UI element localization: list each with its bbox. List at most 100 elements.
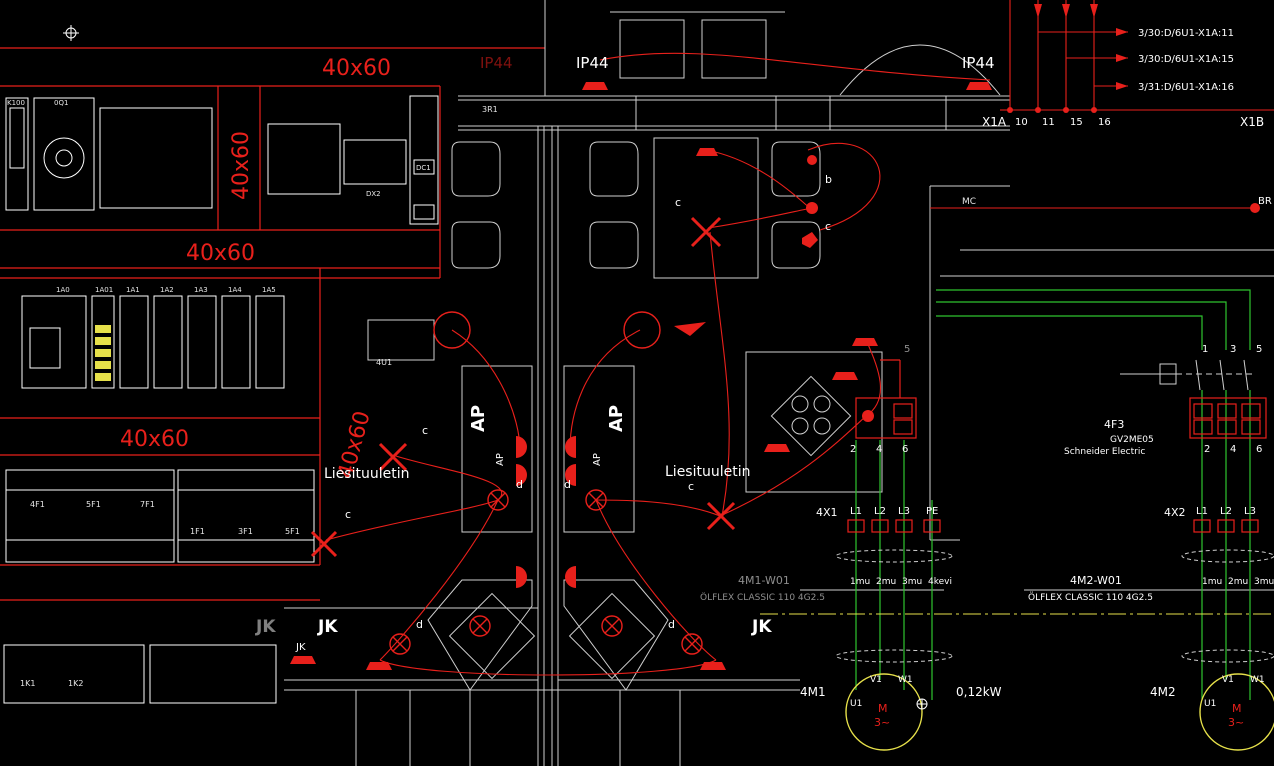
ap-label: AP <box>495 453 506 466</box>
plc-tag: 1A3 <box>194 286 208 294</box>
cable-core: 4kevi <box>928 577 952 587</box>
cable-name: 4M2-W01 <box>1070 574 1122 587</box>
plc-tag: 1A2 <box>160 286 174 294</box>
floorplan-fixtures <box>290 82 1260 670</box>
schematic-bus <box>930 0 1274 209</box>
cable-letter: d <box>668 618 675 631</box>
phase-labels: L1 L2 L3 PE L1 L2 L3 <box>850 506 1256 517</box>
breaker-tags: 4F1 5F1 7F1 1F1 3F1 5F1 <box>30 500 300 536</box>
motor-terminals: U1 V1 W1 U1 V1 W1 <box>850 675 1265 709</box>
terminal-number: 10 <box>1015 117 1028 128</box>
ap-label: AP <box>606 405 627 432</box>
plc-tags: 1A0 1A01 1A1 1A2 1A3 1A4 1A5 <box>56 286 276 294</box>
ip-label: IP44 <box>480 54 513 72</box>
motor-symbol: M <box>878 702 888 715</box>
schematic-grey <box>800 249 1274 591</box>
panel-row-1 <box>5 95 439 225</box>
motor-terminal: V1 <box>1222 675 1234 685</box>
motors <box>845 673 1274 751</box>
motor-terminal: W1 <box>898 675 913 685</box>
room-tag-4u1: 4U1 <box>376 358 392 367</box>
ip-label: IP44 <box>576 54 609 72</box>
cable-letter: b <box>825 173 832 186</box>
cable-letter: d <box>416 618 423 631</box>
contact-number: 2 <box>1204 444 1210 455</box>
ap-label: AP <box>592 453 603 466</box>
x1b-label: X1B <box>1240 115 1264 129</box>
contact-number: 1 <box>1202 344 1208 355</box>
jk-label: JK <box>751 617 772 637</box>
module-tag-k100: K100 <box>7 99 25 107</box>
motor-terminal: V1 <box>870 675 882 685</box>
floorplan-ip-labels: IP44 IP44 IP44 <box>480 54 995 72</box>
motor-ref: 4M1 <box>800 685 826 699</box>
br-label: BR <box>1258 196 1272 207</box>
panel-contactors <box>3 644 277 704</box>
panel-crosshair <box>63 25 79 41</box>
cable-core: 3mu <box>1254 577 1274 587</box>
floorplan-outlet-crosses <box>310 216 736 558</box>
motor-ref: 4M2 <box>1150 685 1176 699</box>
terminal-number: 11 <box>1042 117 1055 128</box>
terminal-blocks <box>847 519 1259 533</box>
contactor-tag: 1K1 <box>20 679 35 688</box>
phase-label: L2 <box>874 506 886 517</box>
cable-letter: c <box>688 480 694 493</box>
mc-label: MC <box>962 197 976 207</box>
phase-label: PE <box>926 506 938 517</box>
motor-terminal: U1 <box>850 699 862 709</box>
contact-number: 4 <box>1230 444 1236 455</box>
contactor-tag: 1K2 <box>68 679 83 688</box>
terminal-block-4x1: 4X1 <box>816 506 838 519</box>
cable-spec: ÖLFLEX CLASSIC 110 4G2.5 <box>1028 592 1153 603</box>
panel-plc-leds <box>95 325 111 381</box>
motor-symbol: M <box>1232 702 1242 715</box>
jk-label: JK <box>317 617 338 637</box>
contact-number: 2 <box>850 444 856 455</box>
floorplan-circles <box>389 311 703 655</box>
phase-label: L1 <box>1196 506 1208 517</box>
contact-number: 5 <box>904 344 910 355</box>
cross-reference: 3/31:D/6U1-X1A:16 <box>1138 82 1234 93</box>
motor-terminal: W1 <box>1250 675 1265 685</box>
cable-shields <box>835 549 1274 663</box>
motor-phase: 3~ <box>1228 716 1244 729</box>
module-tag-dc1: DC1 <box>416 164 431 172</box>
floorplan-circuits <box>325 52 1010 676</box>
cable-letter: c <box>345 508 351 521</box>
phase-label: L2 <box>1220 506 1232 517</box>
motor-terminal: U1 <box>1204 699 1216 709</box>
contact-number: 6 <box>902 444 908 455</box>
breaker-tag: 4F1 <box>30 500 45 509</box>
cable-name: 4M1-W01 <box>738 574 790 587</box>
module-tag-0q1: 0Q1 <box>54 99 68 107</box>
schematic-bus-dots <box>1007 4 1128 113</box>
cable-core: 1mu <box>850 577 870 587</box>
size-label-1: 40x60 <box>322 56 391 81</box>
fuse-tag: 3F1 <box>238 527 253 536</box>
cable-letter: d <box>564 478 571 491</box>
contact-numbers: 1 3 5 2 4 6 5 2 4 6 <box>850 344 1262 455</box>
cable-letter: c <box>675 196 681 209</box>
cable-letter: c <box>422 424 428 437</box>
cable-letters: c c c c b c d d d d <box>345 173 832 631</box>
cable-core: 2mu <box>1228 577 1248 587</box>
contact-number: 3 <box>1230 344 1236 355</box>
cable-letter: c <box>825 220 831 233</box>
schematic-green <box>855 289 1251 700</box>
contact-number: 6 <box>1256 444 1262 455</box>
cable-cores: 1mu 2mu 3mu 4kevi 1mu 2mu 3mu <box>850 577 1274 587</box>
floorplan-walls <box>284 0 1010 766</box>
terminal-number: 15 <box>1070 117 1083 128</box>
fuse-tag: 5F1 <box>285 527 300 536</box>
size-label-3: 40x60 <box>186 241 255 266</box>
contact-number: 5 <box>1256 344 1262 355</box>
plc-tag: 1A5 <box>262 286 276 294</box>
ap-label: AP <box>468 405 489 432</box>
breaker-model: GV2ME05 <box>1110 435 1154 445</box>
contact-number: 4 <box>876 444 882 455</box>
phase-label: L3 <box>898 506 910 517</box>
size-label-4: 40x60 <box>120 427 189 452</box>
liesituuletin-label: Liesituuletin <box>665 464 750 480</box>
